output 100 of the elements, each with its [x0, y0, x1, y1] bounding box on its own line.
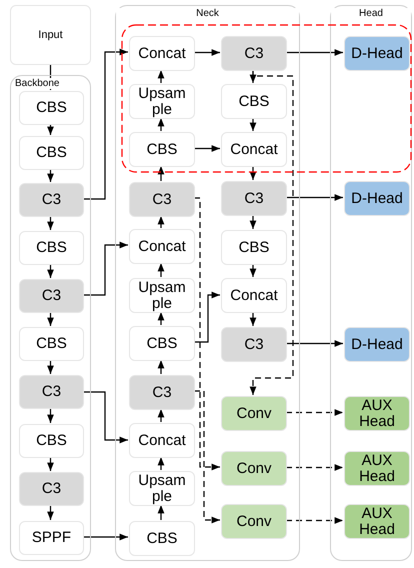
- process-box: [221, 327, 287, 362]
- arrow: [194, 390, 220, 524]
- process-box: [221, 396, 287, 431]
- process-box: [19, 327, 84, 361]
- head-box: [344, 327, 410, 362]
- block-label: Upsample: [137, 86, 187, 118]
- section-heading: Head: [331, 8, 411, 19]
- process-box: [129, 326, 195, 361]
- arrow: [158, 263, 164, 277]
- section-heading: Backbone: [15, 78, 60, 89]
- block-label: SPPF: [30, 530, 72, 546]
- process-box: [129, 423, 195, 458]
- block-label: Concat: [137, 46, 187, 62]
- arrow: [47, 216, 54, 230]
- block-label: C3: [151, 192, 173, 208]
- block-label: Conv: [235, 460, 273, 476]
- process-box: [221, 181, 287, 216]
- process-box: [129, 182, 195, 217]
- block-label: CBS: [35, 433, 68, 449]
- arrow: [47, 124, 54, 135]
- group-panel: [330, 5, 412, 561]
- block-label: C3: [151, 384, 173, 400]
- head-box: [344, 396, 410, 431]
- process-box: [19, 91, 84, 125]
- arrow: [286, 340, 343, 347]
- block-label: Conv: [235, 406, 273, 422]
- process-box: [221, 132, 287, 167]
- arrow: [83, 534, 128, 540]
- block-label: CBS: [146, 530, 178, 546]
- block-label: Concat: [137, 238, 187, 254]
- block-label: AUX Head: [358, 452, 396, 484]
- head-box: [344, 36, 410, 71]
- arrow: [47, 457, 54, 471]
- process-box: [221, 504, 287, 539]
- process-box: [129, 229, 195, 264]
- arrow: [250, 166, 256, 180]
- process-box: [129, 36, 195, 71]
- arrow: [250, 215, 256, 229]
- arrow: [83, 48, 128, 200]
- arrow: [286, 194, 343, 201]
- process-box: [129, 84, 195, 119]
- process-box: [129, 521, 195, 556]
- arrow: [194, 197, 220, 470]
- arrow: [250, 312, 256, 326]
- block-label: AUX Head: [358, 506, 396, 538]
- block-label: C3: [243, 190, 265, 206]
- arrow: [158, 70, 164, 83]
- block-label: C3: [40, 288, 62, 304]
- block-label: Concat: [229, 142, 279, 158]
- arrow: [158, 457, 164, 470]
- input-box: [10, 5, 91, 65]
- process-box: [129, 375, 195, 410]
- process-box: [221, 278, 287, 313]
- block-label: Input: [37, 28, 64, 43]
- group-panel: [115, 5, 300, 561]
- block-label: Conv: [235, 514, 273, 530]
- block-label: CBS: [35, 100, 68, 116]
- block-label: CBS: [146, 336, 178, 352]
- arrow: [250, 118, 256, 131]
- block-label: C3: [40, 192, 62, 208]
- process-box: [221, 36, 287, 71]
- process-box: [129, 471, 195, 506]
- block-label: CBS: [35, 240, 68, 256]
- arrow: [286, 517, 343, 524]
- block-label: CBS: [35, 336, 68, 352]
- block-label: C3: [243, 46, 265, 62]
- process-box: [221, 84, 287, 119]
- arrow: [47, 360, 54, 374]
- block-label: C3: [243, 336, 265, 352]
- block-label: D-Head: [350, 190, 404, 206]
- process-box: [19, 183, 84, 217]
- process-box: [221, 451, 287, 486]
- block-label: CBS: [35, 145, 68, 161]
- block-label: D-Head: [350, 46, 404, 62]
- arrow: [47, 505, 54, 520]
- arrow: [83, 242, 128, 296]
- block-label: CBS: [238, 94, 270, 110]
- arrow: [250, 70, 294, 395]
- block-label: C3: [40, 384, 62, 400]
- arrow: [194, 145, 220, 152]
- arrow: [158, 216, 164, 228]
- head-box: [344, 504, 410, 539]
- arrow: [286, 464, 343, 471]
- block-label: D-Head: [350, 336, 404, 352]
- arrow: [158, 118, 164, 131]
- arrow: [158, 505, 164, 520]
- block-label: Upsample: [137, 280, 187, 312]
- process-box: [19, 521, 84, 555]
- arrow: [47, 264, 54, 278]
- arrow: [158, 409, 164, 422]
- process-box: [129, 132, 195, 167]
- block-label: CBS: [146, 142, 178, 158]
- arrow: [286, 409, 343, 416]
- process-box: [19, 136, 84, 170]
- arrow: [47, 312, 54, 326]
- process-box: [221, 230, 287, 265]
- block-label: AUX Head: [358, 398, 396, 430]
- arrow: [158, 360, 164, 374]
- group-panel: [10, 75, 91, 561]
- arrow: [194, 49, 220, 56]
